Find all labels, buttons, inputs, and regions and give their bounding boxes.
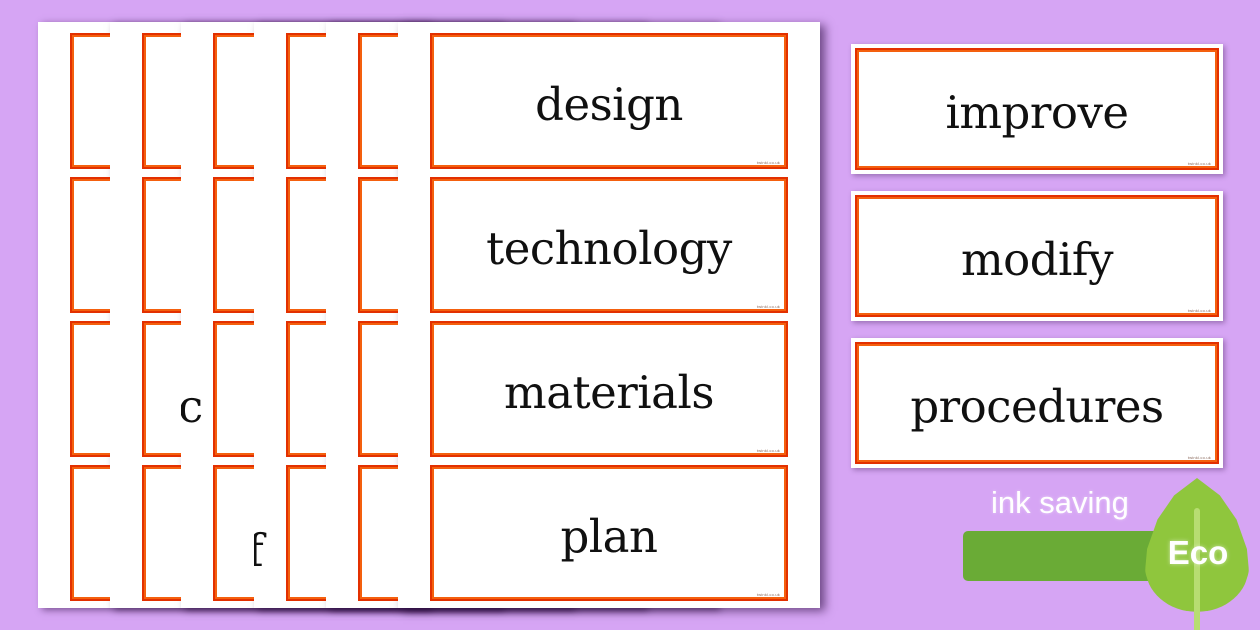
word-card-materials[interactable]: materials twinkl.co.uk <box>430 321 788 457</box>
word-card-modify[interactable]: modify twinkl.co.uk <box>855 195 1219 317</box>
eco-label: Eco <box>1167 534 1229 571</box>
word-card-label: modify <box>960 232 1114 286</box>
word-card-label: plan <box>560 509 658 563</box>
watermark: twinkl.co.uk <box>1187 161 1211 166</box>
card-sheet-improve[interactable]: improve twinkl.co.uk <box>851 44 1223 174</box>
leaf-stem-icon <box>1194 508 1200 630</box>
card-sheet-modify[interactable]: modify twinkl.co.uk <box>851 191 1223 321</box>
word-card-label: design <box>535 77 683 131</box>
word-card-design[interactable]: design twinkl.co.uk <box>430 33 788 169</box>
watermark: twinkl.co.uk <box>756 160 780 165</box>
word-card-technology[interactable]: technology twinkl.co.uk <box>430 177 788 313</box>
card-sheet-procedures[interactable]: procedures twinkl.co.uk <box>851 338 1223 468</box>
word-card-label: procedures <box>910 379 1164 433</box>
watermark: twinkl.co.uk <box>756 304 780 309</box>
front-sheet-cards: design twinkl.co.uk technology twinkl.co… <box>430 33 788 605</box>
word-card-label: improve <box>945 85 1129 139</box>
ink-saving-label: ink saving <box>991 485 1129 520</box>
watermark: twinkl.co.uk <box>756 592 780 597</box>
ink-saving-eco-badge: ink saving Eco <box>963 478 1253 630</box>
watermark: twinkl.co.uk <box>756 448 780 453</box>
word-card-procedures[interactable]: procedures twinkl.co.uk <box>855 342 1219 464</box>
word-card-plan[interactable]: plan twinkl.co.uk <box>430 465 788 601</box>
page-stack: c f design twinkl.co.uk technology twink… <box>38 22 820 608</box>
right-card-column: improve twinkl.co.uk modify twinkl.co.uk… <box>851 44 1223 485</box>
watermark: twinkl.co.uk <box>1187 455 1211 460</box>
page-sheet-front[interactable]: design twinkl.co.uk technology twinkl.co… <box>398 22 820 608</box>
word-card-label: technology <box>486 221 732 275</box>
word-card-label: materials <box>504 365 714 419</box>
word-card-improve[interactable]: improve twinkl.co.uk <box>855 48 1219 170</box>
watermark: twinkl.co.uk <box>1187 308 1211 313</box>
